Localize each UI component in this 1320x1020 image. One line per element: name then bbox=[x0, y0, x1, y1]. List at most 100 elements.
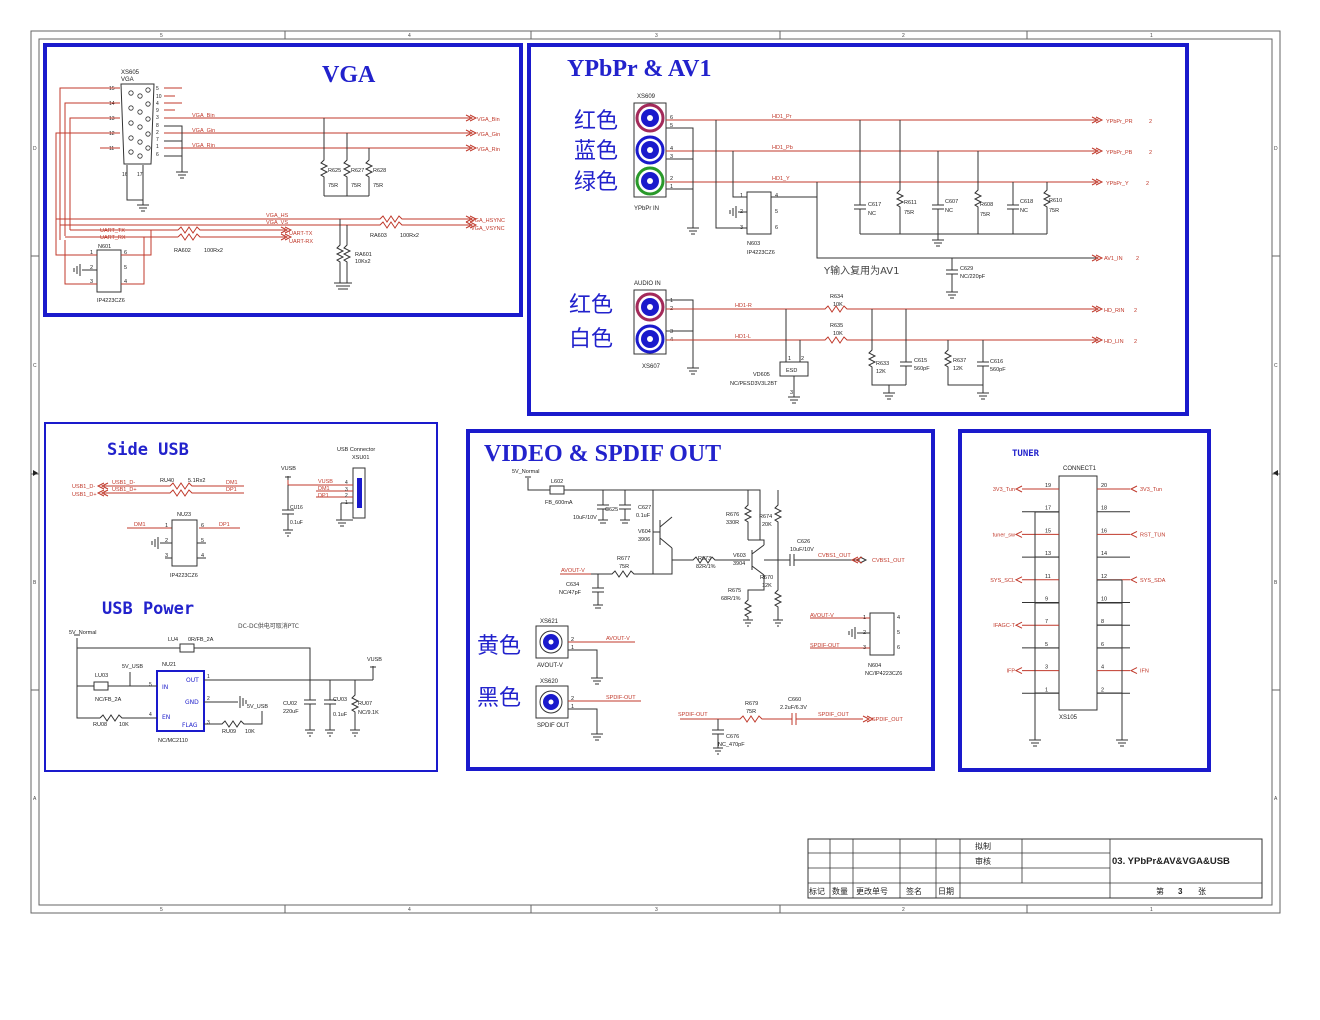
pin-number: 17 bbox=[137, 172, 143, 178]
pin-number: 2 bbox=[165, 538, 168, 544]
av1-note: Y输入复用为AV1 bbox=[823, 264, 900, 277]
pin-number: 3 bbox=[670, 154, 673, 160]
cap-ref: C617 bbox=[868, 202, 881, 208]
ypbpr-section: YPbPr & AV1 XS609 YPbPr IN 红色 蓝色 绿色 6 5 … bbox=[527, 43, 1189, 416]
pin-number: 2 bbox=[90, 265, 93, 271]
jack-name: SPDIF OUT bbox=[537, 723, 569, 729]
net-label: AVOUT-V bbox=[561, 568, 585, 574]
resistor-ref: RU09 bbox=[222, 729, 236, 735]
row-mark: D bbox=[1274, 146, 1278, 152]
cap-ref: C607 bbox=[945, 199, 958, 205]
jack-ref: XS621 bbox=[540, 619, 559, 625]
col-mark: 2 bbox=[902, 907, 905, 913]
pin-number: 4 bbox=[149, 712, 152, 718]
check-label: 审核 bbox=[975, 856, 991, 866]
pin-number: 15 bbox=[109, 86, 115, 92]
cap-ref: C616 bbox=[990, 359, 1003, 365]
row-mark: A bbox=[1274, 796, 1278, 802]
port-label: VGA_HSYNC bbox=[471, 218, 505, 224]
cap-value: 2.2uF/6.3V bbox=[780, 705, 807, 711]
resistor-value: 75R bbox=[980, 212, 990, 218]
port-label: HD_RIN bbox=[1104, 308, 1125, 314]
pin-number: 16 bbox=[122, 172, 128, 178]
resistor-ref: R625 bbox=[328, 168, 341, 174]
port-label: VGA_Bin bbox=[477, 117, 500, 123]
port-arrow-icon bbox=[1129, 667, 1138, 675]
resistor-value: 10Kx2 bbox=[355, 259, 371, 265]
cap-value: 10uF/10V bbox=[790, 547, 814, 553]
transistor-ref: V603 bbox=[733, 553, 746, 559]
ground-icon bbox=[1116, 739, 1128, 747]
net-label: DP1 bbox=[226, 487, 237, 493]
sheet-ref: 2 bbox=[1134, 339, 1137, 345]
inductor-ref: LU03 bbox=[95, 673, 108, 679]
pin-number: 3 bbox=[740, 225, 743, 231]
pin-number: 3 bbox=[670, 329, 673, 335]
pin-number: 1 bbox=[670, 298, 673, 304]
pin-number: 3 bbox=[1045, 665, 1048, 671]
cap-value: 220uF bbox=[283, 709, 299, 715]
net-label: IFP bbox=[1006, 669, 1015, 675]
resistor-ref: R637 bbox=[953, 358, 966, 364]
transistor-ref: V604 bbox=[638, 529, 651, 535]
ypbpr-title: YPbPr & AV1 bbox=[567, 56, 711, 82]
pin-number: 3 bbox=[156, 115, 159, 121]
pin-number: 6 bbox=[670, 115, 673, 121]
pin-number: 11 bbox=[109, 146, 114, 152]
pin-number: 2 bbox=[156, 130, 159, 136]
port-label: VGA_Rin bbox=[477, 147, 500, 153]
port-label: SPDIF_OUT bbox=[872, 717, 904, 723]
pin-number: 1 bbox=[1045, 687, 1048, 693]
rca-jack-icon bbox=[635, 292, 665, 322]
row-mark: C bbox=[1274, 363, 1278, 369]
tb-col-label: 更改单号 bbox=[856, 886, 888, 896]
port-label: YPbPr_PR bbox=[1106, 119, 1133, 125]
sheet-ref: 2 bbox=[1149, 150, 1152, 156]
vga-connector-name: VGA bbox=[121, 77, 134, 83]
page-number: 3 bbox=[1178, 887, 1183, 896]
sheet-ref: 2 bbox=[1146, 181, 1149, 187]
pin-number: 3 bbox=[863, 645, 866, 651]
port-label: UART-TX bbox=[289, 231, 313, 237]
usb-section: Side USB USB1_D- USB1_D+ USB1_D- USB1_D+… bbox=[44, 422, 438, 772]
resistor-value: 330R bbox=[726, 520, 739, 526]
ic-pin-label: FLAG bbox=[182, 722, 198, 729]
net-label: DM1 bbox=[318, 486, 330, 492]
ic-ref: N603 bbox=[747, 241, 760, 247]
resistor-ref: R635 bbox=[830, 323, 843, 329]
pin-number: 4 bbox=[345, 480, 348, 486]
pin-number: 5 bbox=[1045, 642, 1048, 648]
resistor-ref: RA603 bbox=[370, 233, 387, 239]
net-label: VGA_Gin bbox=[192, 128, 215, 134]
col-mark: 5 bbox=[160, 33, 163, 39]
frame-arrow-icon bbox=[33, 470, 38, 476]
jack-name: AVOUT-V bbox=[537, 663, 563, 669]
resistor-ref: R634 bbox=[830, 294, 843, 300]
port-label: VGA_Gin bbox=[477, 132, 500, 138]
resistor-ref: R633 bbox=[876, 361, 889, 367]
rca-jack-icon bbox=[635, 324, 665, 354]
resistor-ref: R677 bbox=[617, 556, 630, 562]
vga-section: VGA XS605 VGA 15 14 13 12 11 5 10 4 9 3 … bbox=[43, 43, 523, 317]
resistor-value: 75R bbox=[373, 183, 383, 189]
ic-pin-label: EN bbox=[162, 714, 170, 721]
pin-number: 10 bbox=[156, 94, 162, 100]
net-label: SYS_SCL bbox=[990, 578, 1015, 584]
pin-number: 2 bbox=[1101, 687, 1104, 693]
ic-part: IP4223CZ6 bbox=[747, 250, 775, 256]
resistor-ref: R627 bbox=[351, 168, 364, 174]
ic-pin-label: IN bbox=[162, 684, 168, 691]
pin-number: 18 bbox=[1101, 506, 1107, 512]
resistor-value: 20K bbox=[762, 522, 772, 528]
net-label: SPDIF-OUT bbox=[810, 643, 840, 649]
port-arrow-icon bbox=[1129, 485, 1138, 493]
pin-number: 2 bbox=[345, 493, 348, 499]
pin-number: 13 bbox=[1045, 551, 1051, 557]
diode-part: NC/PESD3V3L2BT bbox=[730, 381, 778, 387]
net-label: VUSB bbox=[318, 479, 333, 485]
net-label: SPDIF-OUT bbox=[678, 712, 708, 718]
n604-ic bbox=[869, 612, 895, 656]
net-label: CVBS1_OUT bbox=[818, 553, 851, 559]
ground-icon bbox=[1029, 739, 1041, 747]
